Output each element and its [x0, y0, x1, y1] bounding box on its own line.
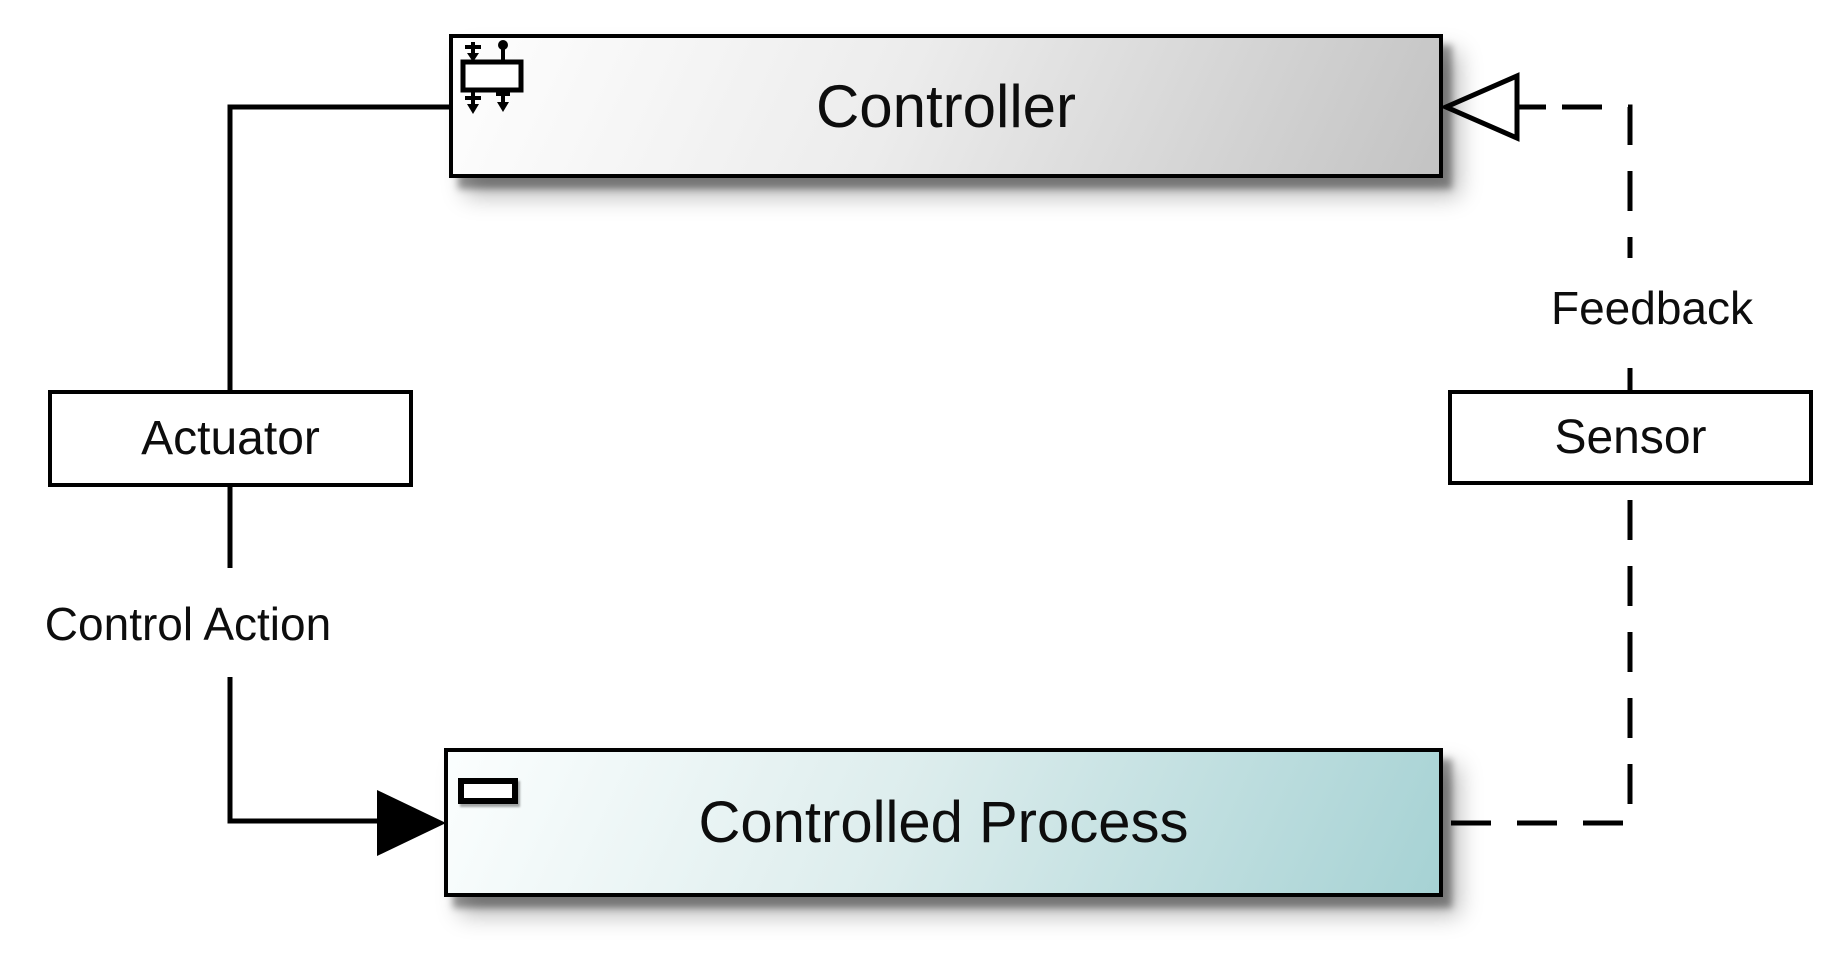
feedback-line-upper — [1562, 104, 1633, 258]
feedback-edge-label: Feedback — [1550, 282, 1754, 334]
control-action-edge-label: Control Action — [44, 598, 332, 650]
filled-arrowhead-icon — [377, 790, 446, 856]
actuator-label: Actuator — [141, 412, 320, 465]
block-with-ports-icon — [460, 40, 524, 114]
control-action-line-lower — [227, 677, 380, 824]
node-controlled-process: Controlled Process — [444, 748, 1443, 897]
open-arrowhead-icon — [1439, 72, 1520, 142]
node-sensor: Sensor — [1448, 390, 1813, 485]
node-controller: Controller — [449, 34, 1443, 178]
node-actuator: Actuator — [48, 390, 413, 487]
controller-label: Controller — [815, 72, 1077, 140]
sensor-label: Sensor — [1554, 411, 1707, 464]
block-icon — [458, 778, 518, 804]
controlled-process-label: Controlled Process — [698, 790, 1189, 855]
feedback-line-lower — [1447, 368, 1633, 826]
control-action-line-upper — [227, 104, 449, 390]
